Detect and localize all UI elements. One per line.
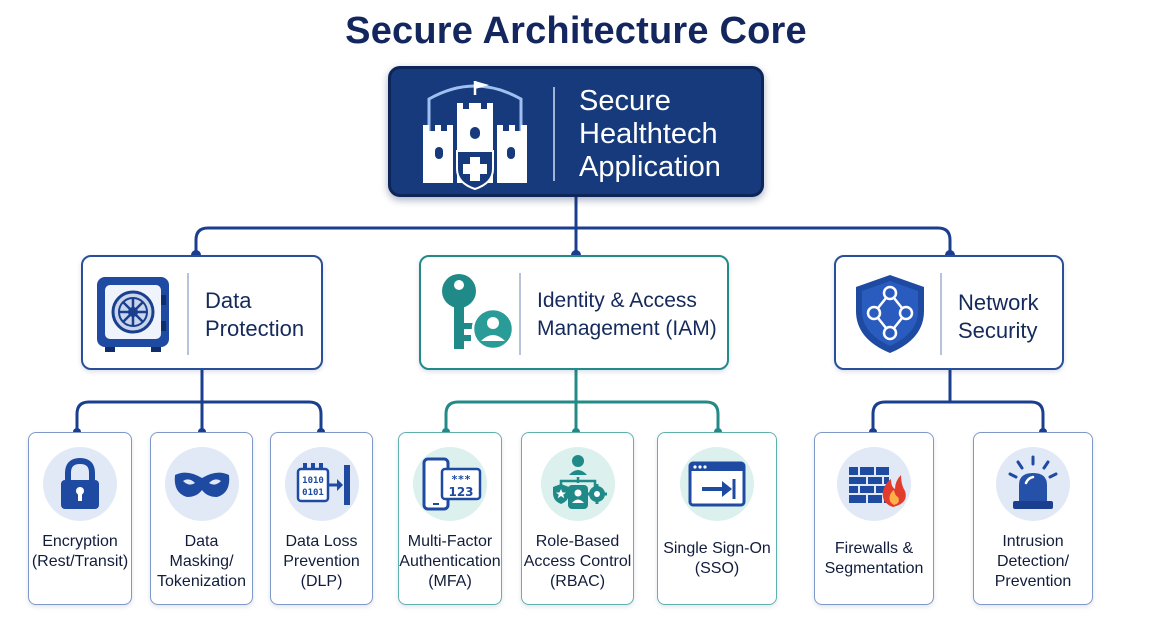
root-branch-line <box>194 226 952 257</box>
leaf-firewalls: Firewalls & Segmentation <box>814 432 934 605</box>
leaf-rbac: Role-Based Access Control (RBAC) <box>521 432 634 605</box>
category-network-security: Network Security <box>834 255 1064 370</box>
key-user-icon <box>442 274 515 351</box>
phone-code-icon: *** 123 <box>422 457 482 511</box>
leaf-label: Encryption (Rest/Transit) <box>31 533 129 570</box>
castle-shield-icon <box>423 81 527 191</box>
dp-branch-line <box>75 368 323 434</box>
siren-icon <box>1008 455 1058 509</box>
page-title: Secure Architecture Core <box>345 10 807 52</box>
leaf-label: Intrusion Detection/ Prevention <box>994 533 1072 590</box>
mask-icon <box>174 472 229 497</box>
category-data-protection: Data Protection <box>81 255 323 370</box>
leaf-sso: Single Sign-On (SSO) <box>657 432 777 605</box>
leaf-label: Multi-Factor Authentication (MFA) <box>399 533 501 590</box>
leaf-data-masking: Data Masking/ Tokenization <box>150 432 253 605</box>
leaf-encryption: Encryption (Rest/Transit) <box>28 432 132 605</box>
root-node: Secure Healthtech Application <box>388 66 764 197</box>
mfa-code: 123 <box>448 485 473 499</box>
binary-row-1: 1010 <box>302 476 324 486</box>
leaf-label: Data Loss Prevention (DLP) <box>283 533 360 590</box>
binary-data-icon: 1010 0101 <box>296 463 350 505</box>
leaf-mfa: *** 123 Multi-Factor Authentication (MFA… <box>398 432 502 605</box>
leaf-label: Role-Based Access Control (RBAC) <box>523 533 632 590</box>
net-branch-line <box>871 368 1045 434</box>
vault-icon <box>97 277 169 352</box>
category-divider <box>940 273 942 355</box>
category-divider <box>519 273 521 355</box>
leaf-label: Data Masking/ Tokenization <box>157 533 246 590</box>
iam-branch-line <box>444 368 720 434</box>
padlock-icon <box>61 457 99 509</box>
binary-row-2: 0101 <box>302 488 324 498</box>
root-label: Secure Healthtech Application <box>579 85 721 183</box>
leaf-label: Firewalls & Segmentation <box>824 540 924 577</box>
role-hierarchy-icon <box>552 455 607 509</box>
login-window-icon <box>688 461 746 507</box>
leaf-intrusion-detection: Intrusion Detection/ Prevention <box>973 432 1093 605</box>
root-divider <box>553 87 555 181</box>
category-label: Data Protection <box>205 288 305 341</box>
category-label: Identity & Access Management (IAM) <box>537 289 717 340</box>
category-label: Network Security <box>958 290 1039 343</box>
leaf-dlp: 1010 0101 Data Loss Prevention (DLP) <box>270 432 373 605</box>
firewall-icon <box>849 467 906 507</box>
mfa-stars: *** <box>451 473 471 486</box>
network-shield-icon <box>856 275 924 353</box>
category-divider <box>187 273 189 355</box>
category-iam: Identity & Access Management (IAM) <box>419 255 729 370</box>
leaf-label: Single Sign-On (SSO) <box>663 540 771 577</box>
